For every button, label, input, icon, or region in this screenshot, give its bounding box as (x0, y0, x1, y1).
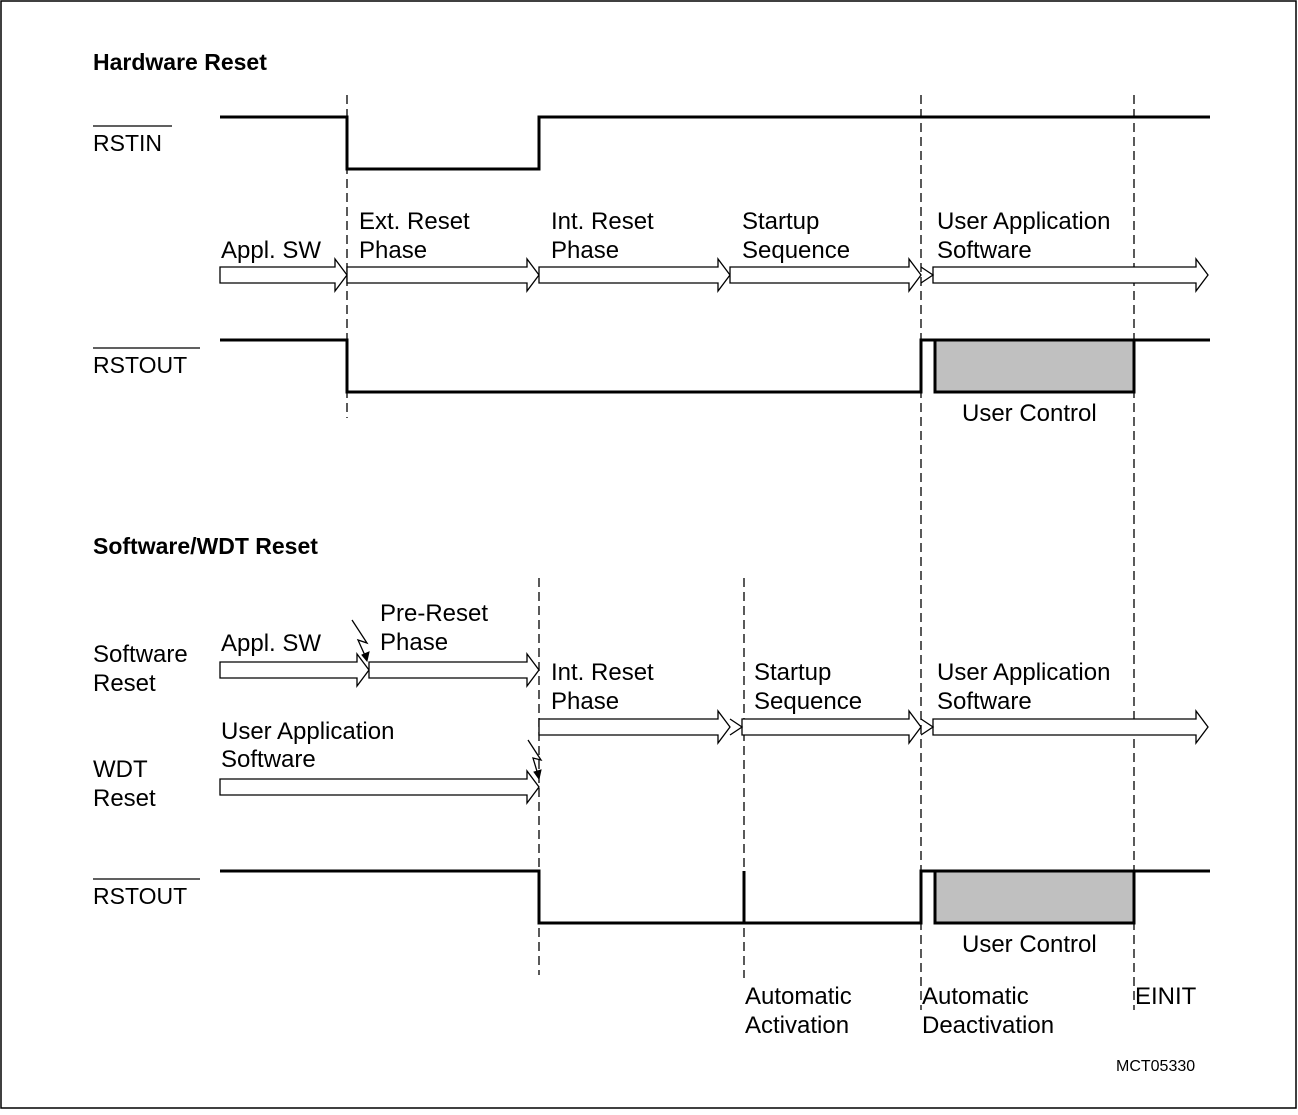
hw-phase-startup-2: Sequence (742, 237, 850, 264)
sw-pre-reset-arrow (368, 652, 540, 688)
sw-reset-label-1: Software (93, 641, 188, 668)
hw-user-app-arrow (932, 257, 1209, 293)
sw-user-app-arrow (932, 709, 1209, 745)
hw-appl-sw-arrow (219, 257, 348, 293)
wdt-user-app-2: Software (221, 746, 316, 773)
sw-rstout-signal-label: RSTOUT (93, 883, 187, 909)
sw-appl-sw-label: Appl. SW (221, 630, 321, 657)
sw-trigger-icon (351, 619, 369, 661)
hw-phase-ext-reset-1: Ext. Reset (359, 208, 470, 235)
sw-pre-reset-1: Pre-Reset (380, 600, 488, 627)
hw-rstout-signal-label: RSTOUT (93, 352, 187, 378)
hw-arrow-joint (920, 266, 935, 284)
hw-startup-arrow (729, 257, 922, 293)
hardware-reset-title: Hardware Reset (93, 49, 267, 75)
hw-user-control-box (933, 338, 1136, 394)
sw-phase-user-app-1: User Application (937, 659, 1110, 686)
wdt-reset-label-1: WDT (93, 756, 148, 783)
sw-phase-int-reset-2: Phase (551, 688, 619, 715)
automatic-deactivation-1: Automatic (922, 983, 1029, 1010)
sw-reset-label-2: Reset (93, 670, 156, 697)
sw-user-control-label: User Control (962, 931, 1097, 958)
hw-phase-user-app-1: User Application (937, 208, 1110, 235)
rstin-waveform (220, 115, 1210, 171)
sw-appl-sw-arrow (219, 652, 370, 688)
sw-pre-reset-2: Phase (380, 629, 448, 656)
sw-phase-startup-2: Sequence (754, 688, 862, 715)
einit-label: EINIT (1135, 983, 1197, 1010)
hw-phase-ext-reset-2: Phase (359, 237, 427, 264)
wdt-reset-label-2: Reset (93, 785, 156, 812)
sw-int-reset-arrow (538, 709, 731, 745)
automatic-deactivation-2: Deactivation (922, 1012, 1054, 1039)
hw-rstout-waveform (220, 338, 1210, 394)
wdt-user-app-arrow (219, 769, 540, 805)
wdt-user-app-1: User Application (221, 718, 394, 745)
sw-phase-user-app-2: Software (937, 688, 1032, 715)
sw-phase-int-reset-1: Int. Reset (551, 659, 654, 686)
hw-phase-user-app-2: Software (937, 237, 1032, 264)
hw-int-reset-arrow (538, 257, 731, 293)
sw-startup-arrow (741, 709, 922, 745)
rstin-signal-label: RSTIN (93, 130, 162, 156)
sw-arrow-joint-2 (920, 718, 935, 736)
wdt-trigger-icon (527, 739, 543, 779)
hw-phase-appl-sw: Appl. SW (221, 237, 321, 264)
automatic-activation-1: Automatic (745, 983, 852, 1010)
hw-ext-reset-arrow (346, 257, 540, 293)
sw-rstout-waveform (220, 869, 1210, 925)
software-reset-title: Software/WDT Reset (93, 533, 318, 559)
hw-user-control-label: User Control (962, 400, 1097, 427)
figure-id: MCT05330 (1116, 1058, 1195, 1075)
hw-phase-int-reset-1: Int. Reset (551, 208, 654, 235)
sw-trigger-arrowhead-icon (361, 651, 370, 663)
hw-phase-startup-1: Startup (742, 208, 819, 235)
sw-arrow-joint-1 (729, 718, 744, 736)
hw-phase-int-reset-2: Phase (551, 237, 619, 264)
sw-phase-startup-1: Startup (754, 659, 831, 686)
sw-user-control-box (933, 869, 1136, 925)
automatic-activation-2: Activation (745, 1012, 849, 1039)
wdt-trigger-arrowhead-icon (533, 769, 542, 781)
